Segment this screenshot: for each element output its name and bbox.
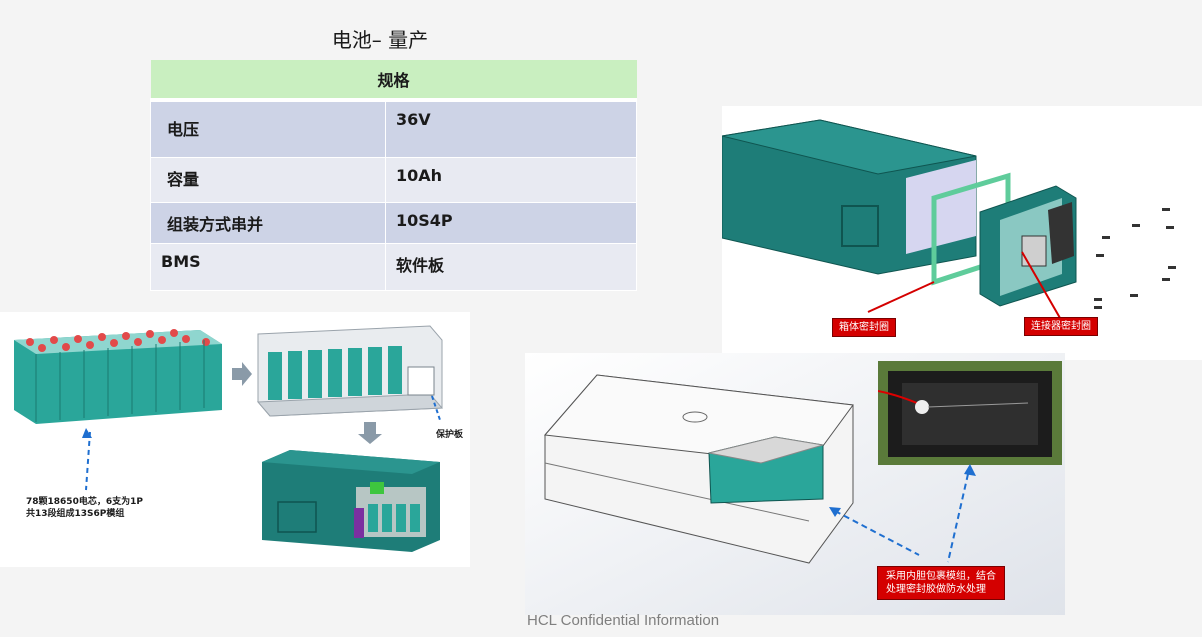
dashed-pointer — [834, 510, 920, 556]
seal-photo — [878, 361, 1062, 465]
case-body-icon — [544, 374, 854, 564]
down-arrow-icon — [358, 422, 382, 444]
protection-board-label: 保护板 — [435, 428, 464, 440]
spec-value: 10S4P — [385, 202, 637, 244]
cells-note-line: 共13段组成13S6P模组 — [26, 509, 125, 519]
waterproof-note-line: 采用内胆包裹模组，结合 — [886, 571, 996, 582]
connector-seal-callout: 连接器密封圈 — [1024, 317, 1098, 336]
module-icon — [256, 325, 444, 417]
pointer-line — [867, 281, 935, 313]
arrowhead-icon — [82, 428, 92, 438]
spec-key: 组装方式串并 — [150, 202, 386, 244]
pack-icon — [262, 450, 440, 552]
cell-array-icon — [14, 329, 222, 424]
spec-key: 电压 — [150, 99, 386, 158]
dashed-pointer — [431, 395, 441, 421]
spec-value: 36V — [385, 99, 637, 158]
exploded-enclosure-figure: 箱体密封圈 连接器密封圈 — [722, 106, 1202, 360]
spec-value: 软件板 — [385, 243, 637, 291]
cell-assembly-figure: 保护板 78颗18650电芯，6支为1P 共13段组成13S6P模组 — [0, 312, 470, 567]
right-arrow-icon — [232, 362, 252, 386]
waterproof-note-callout: 采用内胆包裹模组，结合 处理密封胶做防水处理 — [877, 566, 1005, 600]
arrowhead-icon — [829, 507, 841, 517]
end-cap-icon — [979, 185, 1077, 307]
spec-header: 规格 — [150, 60, 637, 102]
housing-seal-callout: 箱体密封圈 — [832, 318, 896, 337]
table-row: BMS 软件板 — [150, 243, 637, 291]
screw-icons — [1094, 208, 1176, 309]
spec-header-row: 规格 — [150, 60, 637, 102]
exploded-drawing — [722, 119, 1176, 319]
seal-photo-drawing — [878, 371, 1052, 457]
enclosure-body-icon — [722, 119, 977, 275]
dashed-pointer — [85, 431, 91, 491]
cell-assembly-drawing: 保护板 — [14, 325, 464, 552]
photo-pointer — [947, 464, 976, 563]
spec-table: 规格 电压 36V 容量 10Ah 组装方式串并 10S4P BMS 软件板 — [150, 60, 637, 291]
spec-key-text: BMS — [161, 252, 201, 271]
cells-note-line: 78颗18650电芯，6支为1P — [26, 497, 143, 507]
spec-key: BMS — [150, 243, 386, 291]
table-row: 电压 36V — [150, 99, 637, 158]
pointer-line — [1021, 251, 1061, 319]
waterproof-note-line: 处理密封胶做防水处理 — [886, 584, 986, 595]
table-row: 容量 10Ah — [150, 157, 637, 203]
page-title: 电池– 量产 — [331, 28, 429, 52]
footer-confidential: HCL Confidential Information — [527, 612, 720, 629]
spec-key: 容量 — [150, 157, 386, 203]
spec-value: 10Ah — [385, 157, 637, 203]
table-row: 组装方式串并 10S4P — [150, 202, 637, 244]
